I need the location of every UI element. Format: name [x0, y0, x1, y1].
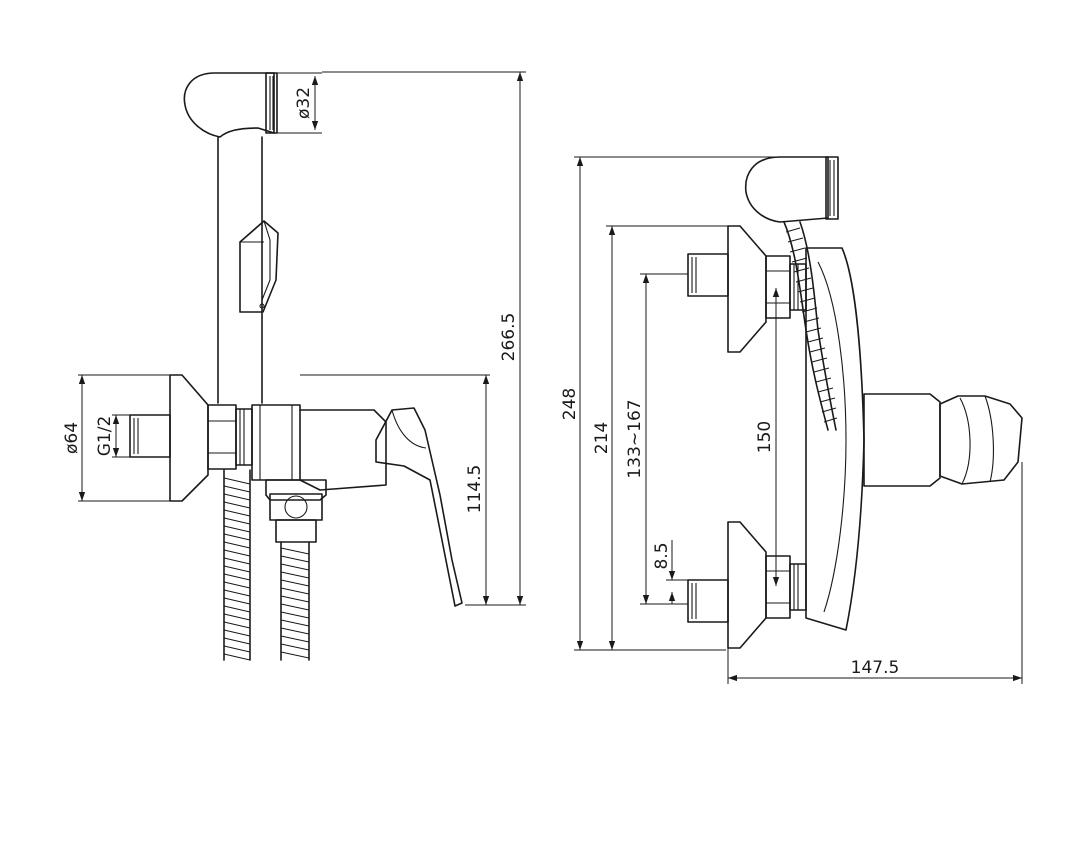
dim-shower-head-diameter: ø32	[277, 72, 322, 134]
front-elbow-connector	[265, 479, 327, 543]
front-hose-right	[280, 541, 310, 661]
front-hex-nut	[207, 404, 253, 470]
shower-handle	[217, 136, 279, 404]
center-distance-range-label: 133~167	[625, 399, 645, 478]
dim-side-total-height: 248	[560, 156, 780, 651]
flange-diameter-label: ø64	[62, 422, 82, 454]
dim-lever-height: 114.5	[300, 374, 490, 605]
depth-label: 147.5	[851, 658, 900, 678]
dim-side-height: 214	[592, 225, 728, 650]
shower-head	[183, 72, 278, 138]
front-hose-left	[223, 469, 251, 661]
shower-head-diameter-label: ø32	[294, 87, 314, 119]
side-mixer-body	[805, 247, 1023, 631]
center-distance-label: 150	[755, 421, 775, 453]
pipe-offset-label: 8.5	[652, 542, 672, 569]
side-hose	[783, 221, 838, 431]
total-height-label: 266.5	[499, 313, 519, 362]
side-upper-flange	[687, 225, 807, 353]
front-mixer-body	[251, 404, 463, 607]
dim-total-height: 266.5	[322, 71, 526, 606]
dim-thread: G1/2	[95, 414, 130, 458]
thread-label: G1/2	[95, 416, 115, 457]
front-view: ø32 266.5 ø64 G1/2 114.5	[62, 71, 526, 661]
dim-flange-diameter: ø64	[62, 374, 170, 502]
lever-height-label: 114.5	[465, 465, 485, 514]
front-flange	[129, 374, 209, 502]
side-shower-head	[744, 156, 839, 223]
dim-depth: 147.5	[727, 462, 1023, 684]
side-lower-flange	[687, 521, 807, 649]
dim-center-distance-range: 133~167	[625, 273, 688, 605]
side-total-height-label: 248	[560, 388, 580, 420]
dim-pipe-offset: 8.5	[652, 540, 688, 604]
side-view: 248 214 133~167 150 8.5	[560, 156, 1023, 684]
dim-center-distance: 150	[755, 288, 780, 586]
side-height-label: 214	[592, 422, 612, 454]
